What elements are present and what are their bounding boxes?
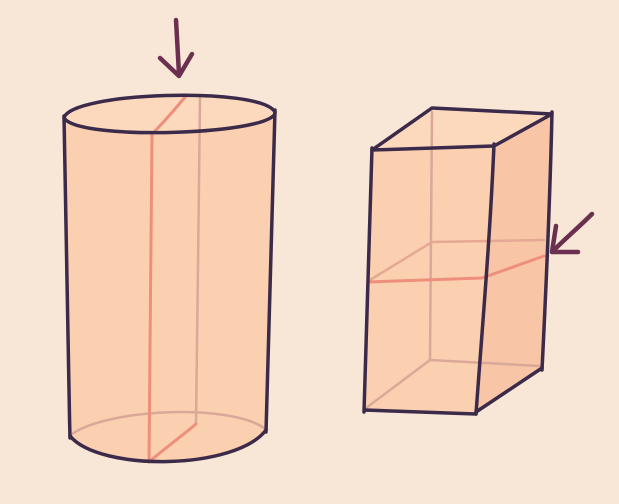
box-front-outline [362, 144, 496, 416]
box-top-outline [370, 106, 554, 152]
box-arrow-icon [549, 211, 595, 255]
cylinder-bottom-curve [68, 428, 268, 464]
box-hidden-vertical [428, 110, 434, 362]
box-right-face [476, 114, 552, 412]
cylinder-cross-section-bottom [147, 422, 198, 464]
cylinder-body-fill [64, 97, 274, 461]
box-hidden-section-back [368, 238, 546, 282]
box-front-right-edge [474, 142, 496, 416]
box-figure [362, 106, 554, 416]
cylinder-right-side [264, 108, 277, 434]
cylinder-cross-section-vertical [147, 132, 154, 464]
box-back-right-edge [540, 110, 554, 372]
box-cross-section-front [366, 276, 484, 284]
box-hidden-bottom-back [428, 358, 542, 368]
cylinder-left-side [62, 114, 72, 440]
box-cross-section-side [480, 254, 546, 280]
box-hidden-bottom-left [364, 358, 432, 410]
cylinder-figure [62, 93, 277, 464]
cylinder-hidden-bottom-back [70, 410, 266, 436]
box-bottom-right-edge [474, 366, 544, 414]
cylinder-arrow-icon [157, 17, 195, 79]
cylinder-hidden-back-line [194, 96, 202, 426]
